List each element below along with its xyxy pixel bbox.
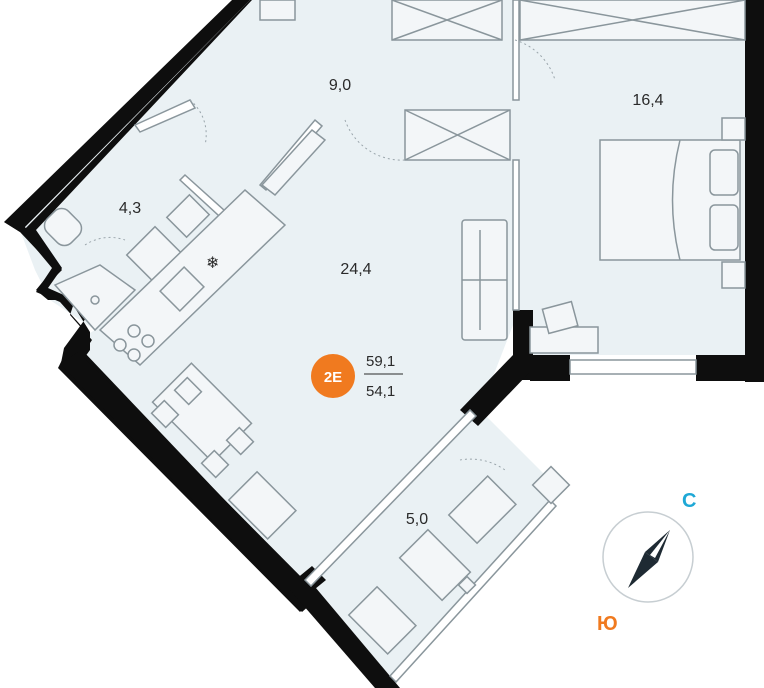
room-labels: 9,0 16,4 4,3 24,4 5,0 <box>119 77 664 528</box>
apartment-badge: 2E 59,1 54,1 <box>311 353 403 400</box>
compass-north-label: С <box>682 490 696 512</box>
balcony-table <box>398 528 472 602</box>
hob-burner-3 <box>127 348 141 362</box>
wall-bedroom-left <box>512 159 520 311</box>
hob-burner-4 <box>141 334 155 348</box>
bathroom-sink <box>165 193 211 239</box>
compass-needle-highlight <box>650 530 670 558</box>
wall-balcony-inner <box>303 408 478 588</box>
room-area-balcony: 5,0 <box>406 511 428 528</box>
nightstand <box>721 117 746 141</box>
pillow-1 <box>709 149 739 196</box>
wall-bedroom-south-left <box>530 355 570 381</box>
hob-burner-2 <box>127 324 141 338</box>
wall-west-step <box>4 222 90 372</box>
chair-1 <box>150 399 180 429</box>
balcony-post <box>457 575 477 595</box>
wall-south-corner <box>290 575 400 688</box>
armchair <box>227 470 298 541</box>
wardrobes <box>391 0 746 161</box>
wall-northwest-main <box>4 0 250 232</box>
wall-hall-bedroom <box>512 0 520 101</box>
pillow-2 <box>709 204 739 251</box>
toilet <box>43 207 83 247</box>
balcony-furniture <box>347 465 571 656</box>
desk-chair <box>541 300 579 335</box>
chair-2 <box>173 376 203 406</box>
balcony-column <box>531 465 571 505</box>
bedroom-window <box>569 359 697 375</box>
compass-needle-south <box>628 552 658 588</box>
kitchen-fixtures: ❄ <box>98 128 327 367</box>
wall-bedroom-east <box>745 0 764 382</box>
chair-3 <box>225 426 255 456</box>
nightstand-2 <box>721 261 746 289</box>
compass-south-label: Ю <box>597 613 618 635</box>
desk <box>529 326 599 354</box>
fridge-snowflake-icon: ❄ <box>206 255 219 272</box>
wall-bath-hall <box>133 99 197 133</box>
room-area-hallway: 9,0 <box>329 77 351 94</box>
interior-walls <box>133 0 697 684</box>
room-area-bedroom: 16,4 <box>632 92 663 109</box>
chair-4 <box>200 449 230 479</box>
wall-balcony-corner <box>460 355 530 426</box>
shower-drain-icon <box>90 295 100 305</box>
bedroom-furniture <box>529 117 746 354</box>
wall-balcony-outer <box>388 498 558 684</box>
hob-burner-1 <box>113 338 127 352</box>
badge-circle <box>311 354 355 398</box>
total-area: 59,1 <box>366 353 395 370</box>
compass: С Ю <box>597 490 696 635</box>
wall-bedroom-south-right <box>696 355 764 381</box>
kitchen-upper-cabinet <box>260 128 327 197</box>
living-furniture <box>150 219 508 541</box>
badge-label: 2E <box>324 369 342 386</box>
door-swings <box>84 39 556 471</box>
room-area-living: 24,4 <box>340 261 371 278</box>
balcony-chair-1 <box>447 474 518 545</box>
outer-walls <box>4 0 764 688</box>
living-area: 54,1 <box>366 383 395 400</box>
hall-cabinet <box>259 0 296 21</box>
balcony-chair-2 <box>347 585 418 656</box>
kitchen-sink <box>159 266 205 312</box>
room-area-bathroom: 4,3 <box>119 200 141 217</box>
wall-southwest <box>60 352 320 612</box>
